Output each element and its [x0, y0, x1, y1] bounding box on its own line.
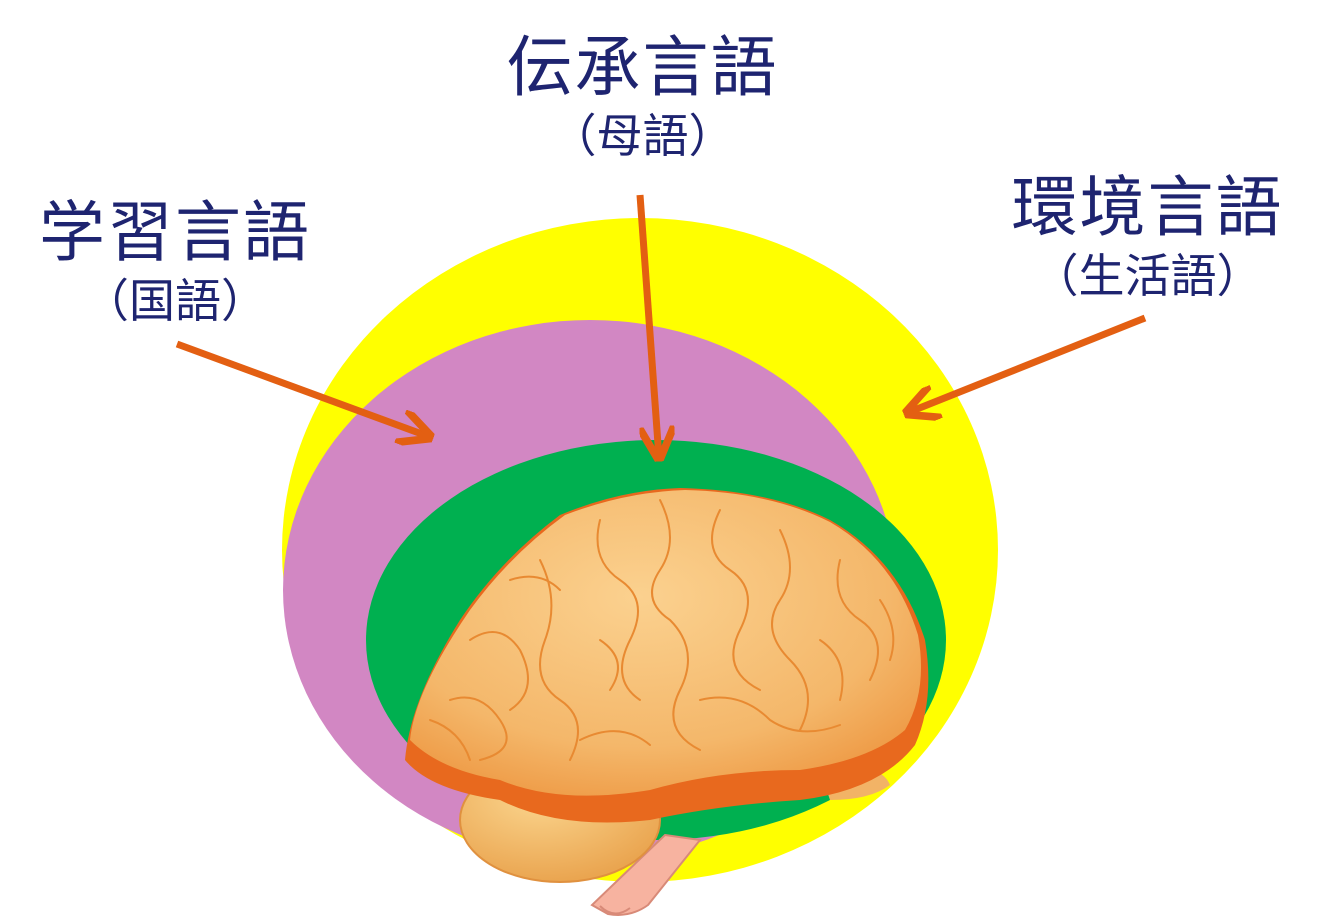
heritage-language-label: 伝承言語 （母語）	[505, 30, 780, 163]
brain-icon	[405, 488, 929, 916]
learning-language-label: 学習言語 （国語）	[30, 195, 320, 328]
heritage-language-subtitle: （母語）	[550, 108, 735, 163]
learning-language-title: 学習言語	[39, 194, 311, 271]
environment-arrow	[907, 314, 1147, 413]
learning-arrow	[175, 340, 430, 437]
environment-language-subtitle: （生活語）	[1032, 248, 1263, 303]
environment-language-title: 環境言語	[1011, 169, 1284, 246]
learning-language-subtitle: （国語）	[83, 273, 267, 328]
heritage-arrow	[636, 194, 659, 458]
heritage-language-title: 伝承言語	[506, 29, 779, 106]
environment-language-label: 環境言語 （生活語）	[1005, 170, 1290, 303]
